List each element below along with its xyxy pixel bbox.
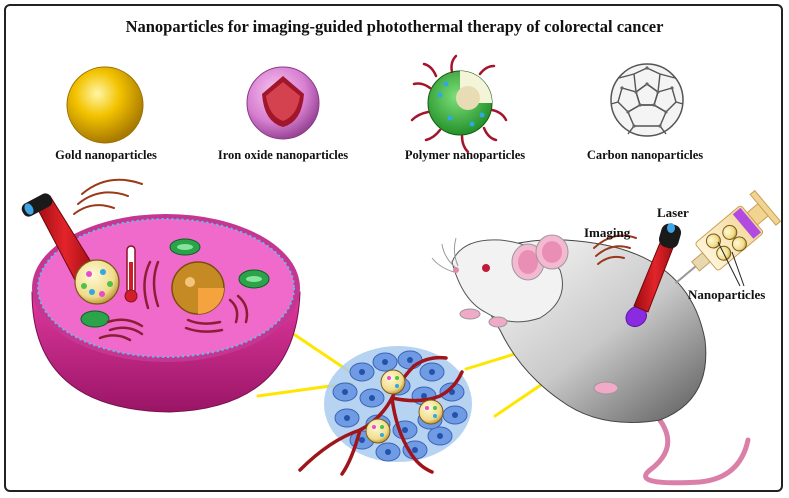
tumor-cell-cross-section: [31, 214, 301, 413]
nanoparticles-pointer-lines: [717, 241, 745, 287]
cell-heat-waves: [73, 178, 143, 215]
imaging-label: Imaging: [584, 225, 631, 240]
fullerene-icon: [610, 63, 684, 137]
tumor-tissue-cluster: [298, 346, 472, 476]
nanoparticles-label: Nanoparticles: [688, 287, 766, 302]
polymer-nanoparticles-label: Polymer nanoparticles: [404, 148, 526, 162]
cell-laser-probe: [21, 193, 97, 283]
mouse-laser-probe: [633, 223, 682, 313]
mouse-imaging-waves: [593, 234, 637, 265]
iron-oxide-nanoparticles-label: Iron oxide nanoparticles: [217, 148, 349, 162]
polymer-nanoparticle-icon: [410, 54, 508, 154]
carbon-nanoparticles-label: Carbon nanoparticles: [586, 148, 704, 162]
gold-nanoparticle-in-cell: [74, 259, 120, 305]
iron-oxide-core-shell-icon: [246, 66, 320, 140]
gold-nanoparticles-label: Gold nanoparticles: [55, 148, 157, 162]
gold-sphere-icon: [66, 66, 144, 144]
laser-label: Laser: [657, 205, 689, 220]
mouse-illustration: [431, 234, 751, 486]
tumor-gold-nanoparticles: [365, 369, 444, 444]
figure-title: Nanoparticles for imaging-guided phototh…: [125, 17, 664, 36]
syringe-icon: [675, 189, 782, 284]
